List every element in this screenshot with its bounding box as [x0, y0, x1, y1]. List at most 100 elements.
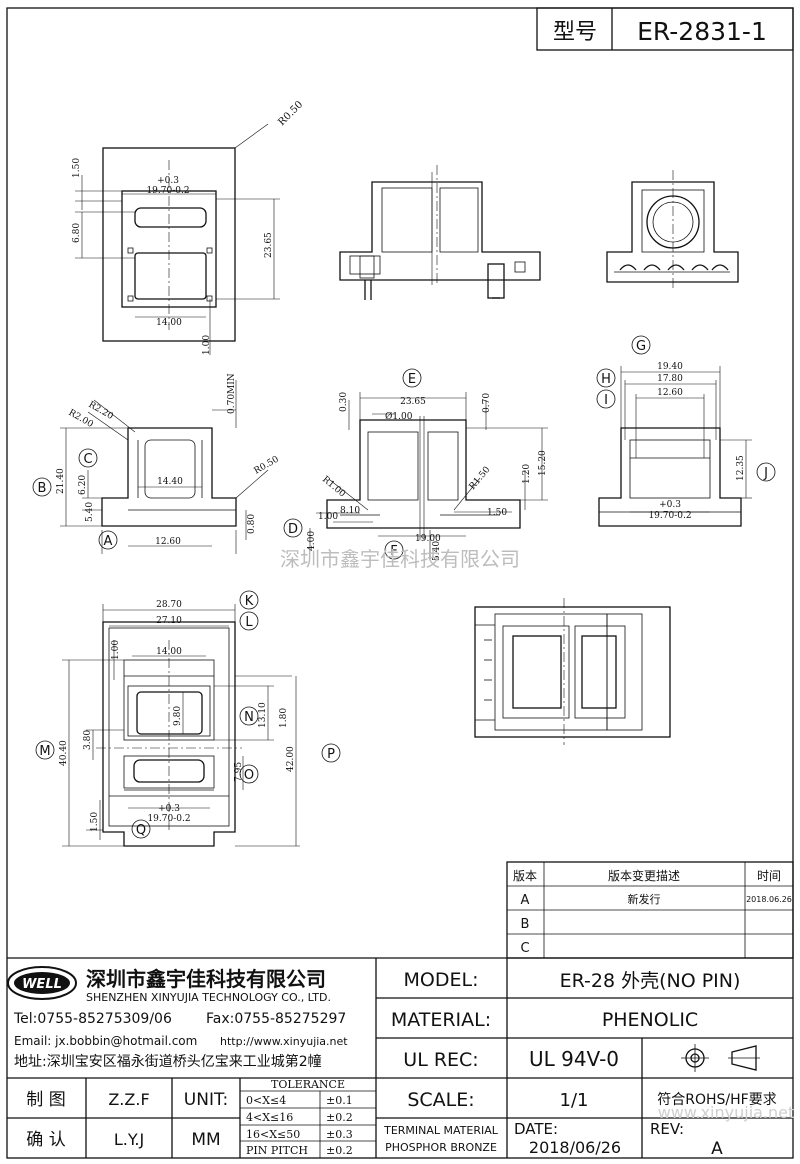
- callout-b: B: [32, 477, 52, 497]
- sheet-border: [6, 7, 794, 1159]
- svg-text:F: F: [390, 544, 397, 559]
- svg-text:A: A: [521, 893, 530, 908]
- svg-text:6.80: 6.80: [72, 223, 82, 243]
- company-tel: Tel:0755-85275309/06: [13, 1011, 172, 1027]
- svg-text:0.70MIN: 0.70MIN: [227, 373, 237, 414]
- svg-text:D: D: [288, 522, 298, 537]
- side-view-top: [339, 165, 541, 300]
- ulrec-label: UL REC:: [403, 1049, 478, 1071]
- svg-text:Q: Q: [136, 823, 146, 838]
- svg-text:16<X≤50: 16<X≤50: [246, 1128, 300, 1141]
- svg-text:14.00: 14.00: [156, 318, 182, 328]
- svg-text:±0.2: ±0.2: [326, 1111, 353, 1124]
- svg-text:PIN PITCH: PIN PITCH: [246, 1144, 308, 1157]
- front-view: R0.50 +0.3 19.70-0.2 1.50 6.80 23.65 14.…: [72, 99, 305, 355]
- svg-text:21.40: 21.40: [56, 468, 66, 494]
- svg-text:1.50: 1.50: [72, 158, 82, 178]
- callout-c: C: [78, 448, 98, 468]
- svg-text:+0.3: +0.3: [157, 176, 179, 186]
- company-address: 地址:深圳宝安区福永街道桥头亿宝来工业城第2幢: [14, 1053, 322, 1070]
- date-label: DATE:: [514, 1120, 558, 1138]
- drawn-value: Z.Z.F: [108, 1090, 149, 1109]
- svg-text:1.00: 1.00: [318, 512, 338, 522]
- callout-j: J: [756, 462, 776, 482]
- svg-text:0<X≤4: 0<X≤4: [246, 1094, 286, 1107]
- scale-label: SCALE:: [407, 1089, 474, 1111]
- svg-text:0.70: 0.70: [482, 393, 492, 413]
- company-logo: WELL: [7, 966, 77, 1000]
- svg-text:19.70-0.2: 19.70-0.2: [146, 186, 189, 196]
- svg-text:K: K: [245, 594, 254, 609]
- svg-text:6.20: 6.20: [78, 475, 88, 495]
- svg-text:R0.50: R0.50: [276, 99, 305, 128]
- drawn-label: 制 图: [26, 1090, 65, 1110]
- material-value: PHENOLIC: [602, 1009, 698, 1031]
- svg-text:40.40: 40.40: [59, 740, 69, 766]
- callout-d: D: [283, 518, 303, 538]
- end-view-top: [606, 170, 739, 290]
- callouts: A B C D E F G H I J K L M N O P Q: [32, 335, 776, 839]
- svg-text:C: C: [83, 452, 92, 467]
- svg-text:15.20: 15.20: [538, 450, 548, 476]
- svg-text:+0.3: +0.3: [158, 804, 180, 814]
- svg-text:R0.50: R0.50: [253, 454, 281, 476]
- callout-i: I: [596, 389, 616, 409]
- svg-text:G: G: [636, 339, 646, 354]
- svg-text:3.80: 3.80: [83, 730, 93, 750]
- svg-text:12.35: 12.35: [736, 455, 746, 481]
- svg-text:23.65: 23.65: [400, 397, 426, 407]
- svg-text:13.10: 13.10: [258, 702, 268, 728]
- model-label: 型号: [553, 20, 597, 45]
- svg-text:4.00: 4.00: [307, 531, 317, 551]
- revision-table: 版本 版本变更描述 时间 A 新发行 2018.06.26 B C: [506, 861, 794, 959]
- svg-text:H: H: [601, 372, 611, 387]
- header-box: 型号 ER-2831-1: [536, 7, 794, 51]
- check-label: 确 认: [26, 1130, 65, 1150]
- company-name-cn: 深圳市鑫宇佳科技有限公司: [86, 967, 326, 991]
- company-name-en: SHENZHEN XINYUJIA TECHNOLOGY CO., LTD.: [86, 991, 331, 1004]
- ulrec-value: UL 94V-0: [529, 1047, 619, 1071]
- callout-a: A: [98, 530, 118, 550]
- tolerance-title: TOLERANCE: [271, 1078, 345, 1091]
- svg-text:1.00: 1.00: [111, 640, 121, 660]
- callout-h: H: [596, 368, 616, 388]
- svg-text:12.60: 12.60: [155, 537, 181, 547]
- plan-view: 28.70 27.10 14.00 1.00 9.80 13.10 1.80 4…: [59, 600, 300, 847]
- svg-text:1.50: 1.50: [487, 508, 507, 518]
- svg-text:1.50: 1.50: [90, 812, 100, 832]
- svg-text:A: A: [104, 534, 113, 549]
- svg-text:WELL: WELL: [22, 977, 62, 992]
- callout-l: L: [239, 611, 259, 631]
- svg-text:时间: 时间: [757, 869, 781, 883]
- model-field-value: ER-28 外壳(NO PIN): [560, 970, 741, 992]
- projection-symbol: [681, 1044, 760, 1072]
- model-field-label: MODEL:: [404, 969, 479, 991]
- svg-text:±0.2: ±0.2: [326, 1144, 353, 1157]
- callout-q: Q: [131, 819, 151, 839]
- side-view-center: 0.30 23.65 Ø1.00 0.70 15.20 1.20 R1.00 R…: [307, 392, 548, 561]
- svg-text:Ø1.00: Ø1.00: [385, 411, 413, 422]
- callout-o: O: [239, 764, 259, 784]
- model-number: ER-2831-1: [637, 17, 767, 46]
- svg-text:5.40: 5.40: [432, 541, 442, 561]
- svg-text:版本: 版本: [513, 869, 537, 883]
- svg-text:E: E: [408, 372, 416, 387]
- svg-text:7.95: 7.95: [234, 762, 244, 782]
- end-view-right: 19.40 17.80 12.60 12.35 +0.3 19.70-0.2: [598, 362, 752, 527]
- svg-text:C: C: [520, 941, 529, 956]
- svg-text:版本变更描述: 版本变更描述: [608, 868, 680, 883]
- svg-text:B: B: [521, 917, 530, 932]
- rev-value: A: [711, 1139, 723, 1159]
- svg-text:28.70: 28.70: [156, 600, 182, 610]
- company-web: http://www.xinyujia.net: [220, 1035, 348, 1048]
- bottom-view: [474, 598, 671, 745]
- svg-text:R2.00: R2.00: [67, 408, 95, 430]
- svg-text:P: P: [327, 747, 335, 762]
- svg-text:R1.00: R1.00: [320, 475, 347, 500]
- svg-text:19.40: 19.40: [657, 362, 683, 372]
- svg-text:L: L: [245, 615, 253, 630]
- date-value: 2018/06/26: [529, 1138, 621, 1157]
- svg-text:±0.1: ±0.1: [326, 1094, 353, 1107]
- svg-text:19.70-0.2: 19.70-0.2: [648, 511, 691, 521]
- title-block: WELL 深圳市鑫宇佳科技有限公司 SHENZHEN XINYUJIA TECH…: [7, 957, 794, 1159]
